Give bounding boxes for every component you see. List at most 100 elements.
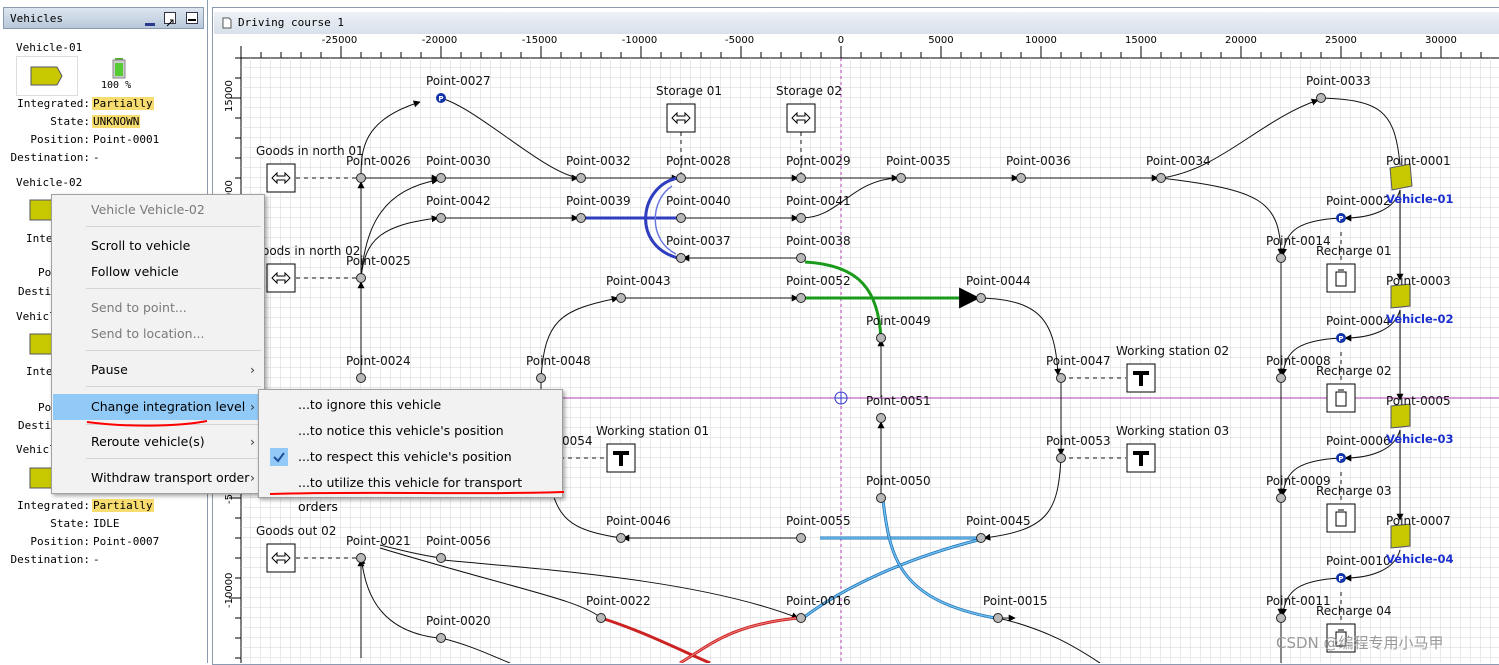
vehicle-icon[interactable] <box>1390 523 1411 549</box>
point-marker[interactable] <box>436 553 446 563</box>
point-marker[interactable] <box>876 333 886 343</box>
point-marker[interactable] <box>876 413 886 423</box>
transfer-station-icon[interactable] <box>266 263 296 293</box>
ignore-vehicle-menu-item[interactable]: ...to ignore this vehicle <box>298 397 442 412</box>
point-marker[interactable] <box>596 613 606 623</box>
reroute-vehicles-menu-item[interactable]: Reroute vehicle(s)› <box>53 430 263 454</box>
point-marker[interactable] <box>1276 613 1286 623</box>
parking-point-icon[interactable]: P <box>1336 453 1346 463</box>
parking-point-icon[interactable]: P <box>436 93 446 103</box>
vehicle-icon[interactable] <box>1390 283 1411 309</box>
point-marker[interactable] <box>576 173 586 183</box>
point-marker[interactable] <box>436 633 446 643</box>
point-marker[interactable] <box>1276 493 1286 503</box>
point-marker[interactable] <box>876 493 886 503</box>
maximize-icon[interactable] <box>186 12 198 24</box>
change-integration-level-menu-item[interactable]: Change integration level› <box>53 394 263 420</box>
transfer-station-icon[interactable] <box>266 543 296 573</box>
point-marker[interactable] <box>676 253 686 263</box>
destination-value: - <box>93 553 100 566</box>
recharge-station-icon[interactable] <box>1326 383 1356 413</box>
send-to-point-menu-item[interactable]: Send to point... <box>91 300 187 315</box>
chevron-right-icon: › <box>250 434 255 449</box>
integrated-label: Integrated: <box>17 97 90 110</box>
recharge-station-icon[interactable] <box>1326 263 1356 293</box>
point-marker[interactable] <box>356 373 366 383</box>
utilize-vehicle-menu-item[interactable]: ...to utilize this vehicle for transport… <box>298 475 523 514</box>
transfer-station-icon[interactable] <box>786 103 816 133</box>
point-marker[interactable] <box>796 293 806 303</box>
point-marker[interactable] <box>1016 173 1026 183</box>
point-label: Point-0024 <box>346 354 411 368</box>
point-marker[interactable] <box>796 253 806 263</box>
point-marker[interactable] <box>976 293 986 303</box>
point-label: Point-0029 <box>786 154 851 168</box>
vehicle-label: Vehicle-04 <box>1386 552 1454 566</box>
undock-icon[interactable] <box>164 12 176 27</box>
point-marker[interactable] <box>436 173 446 183</box>
red-underline-annotation <box>269 491 565 495</box>
withdraw-transport-order-menu-item[interactable]: Withdraw transport order› <box>53 466 263 490</box>
point-marker[interactable] <box>896 173 906 183</box>
point-marker[interactable] <box>616 533 626 543</box>
pause-menu-item[interactable]: Pause› <box>53 358 263 382</box>
working-station-icon[interactable] <box>606 443 636 473</box>
working-station-icon[interactable] <box>1126 363 1156 393</box>
point-marker[interactable] <box>356 553 366 563</box>
chevron-right-icon: › <box>250 399 255 414</box>
integrated-label: Integ <box>26 232 60 245</box>
point-marker[interactable] <box>536 373 546 383</box>
destination-label: Destination: <box>10 151 90 164</box>
point-label: Point-0001 <box>1386 154 1451 168</box>
parking-point-icon[interactable]: P <box>1336 573 1346 583</box>
point-marker[interactable] <box>356 273 366 283</box>
point-marker[interactable] <box>676 213 686 223</box>
recharge-station-icon[interactable] <box>1326 503 1356 533</box>
point-marker[interactable] <box>796 173 806 183</box>
svg-text:P: P <box>1338 455 1343 463</box>
minimize-icon[interactable] <box>144 12 156 26</box>
vehicle-icon[interactable] <box>1389 163 1413 191</box>
driving-course-tab[interactable]: Driving course 1 <box>214 12 1499 35</box>
point-label: Point-0008 <box>1266 354 1331 368</box>
recharge-station-icon[interactable] <box>1326 623 1356 653</box>
point-marker[interactable] <box>356 173 366 183</box>
scroll-to-vehicle-menu-item[interactable]: Scroll to vehicle <box>91 238 191 253</box>
point-marker[interactable] <box>796 613 806 623</box>
point-marker[interactable] <box>436 213 446 223</box>
point-marker[interactable] <box>616 293 626 303</box>
transfer-station-icon[interactable] <box>666 103 696 133</box>
point-label: Point-0027 <box>426 74 491 88</box>
position-value: Point-0007 <box>93 535 160 548</box>
destination-label: Destination: <box>10 553 90 566</box>
point-label: Point-0005 <box>1386 394 1451 408</box>
checkmark-icon <box>270 448 288 466</box>
point-marker[interactable] <box>576 213 586 223</box>
point-marker[interactable] <box>993 613 1003 623</box>
vehicle-icon[interactable] <box>1390 403 1411 429</box>
parking-point-icon[interactable]: P <box>1336 333 1346 343</box>
x-tick-label: 15000 <box>1125 35 1157 46</box>
point-marker[interactable] <box>976 533 986 543</box>
point-marker[interactable] <box>1276 373 1286 383</box>
point-marker[interactable] <box>1056 453 1066 463</box>
respect-position-menu-item[interactable]: ...to respect this vehicle's position <box>260 445 561 469</box>
parking-point-icon[interactable]: P <box>1336 213 1346 223</box>
notice-position-menu-item[interactable]: ...to notice this vehicle's position <box>298 423 504 438</box>
follow-vehicle-menu-item[interactable]: Follow vehicle <box>91 264 179 279</box>
point-marker[interactable] <box>1316 93 1326 103</box>
send-to-location-menu-item[interactable]: Send to location... <box>91 326 205 341</box>
transfer-station-icon[interactable] <box>266 163 296 193</box>
working-station-icon[interactable] <box>1126 443 1156 473</box>
point-marker[interactable] <box>1056 373 1066 383</box>
point-marker[interactable] <box>1276 253 1286 263</box>
point-marker[interactable] <box>1156 173 1166 183</box>
point-marker[interactable] <box>796 533 806 543</box>
vehicle-icon[interactable] <box>16 56 78 96</box>
point-marker[interactable] <box>796 213 806 223</box>
position-label: Position: <box>30 535 90 548</box>
vehicles-panel-title: Vehicles <box>10 12 63 25</box>
point-marker[interactable] <box>676 173 686 183</box>
vehicle-label: Vehicle-02 <box>1386 312 1454 326</box>
